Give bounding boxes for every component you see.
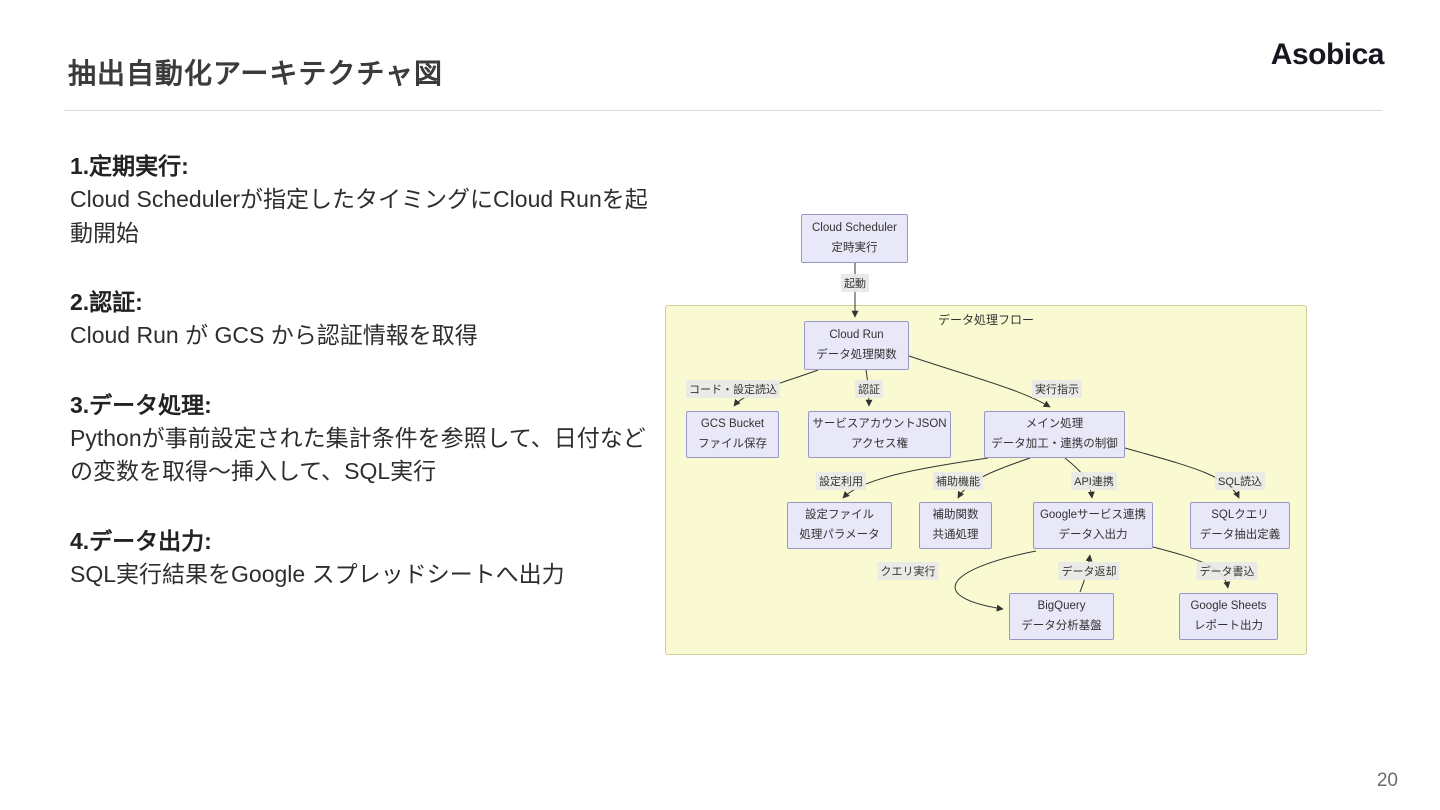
node-title: 設定ファイル: [805, 508, 874, 521]
node-config-file: 設定ファイル 処理パラメータ: [787, 502, 892, 549]
step-body: Cloud Schedulerが指定したタイミングにCloud Runを起動開始: [70, 186, 648, 246]
node-subtitle: 処理パラメータ: [799, 528, 880, 541]
edge-label-config-use: 設定利用: [816, 472, 866, 490]
node-main-process: メイン処理 データ加工・連携の制御: [984, 411, 1125, 458]
brand-logo: Asobica: [1270, 38, 1385, 71]
node-subtitle: データ入出力: [1058, 528, 1128, 541]
node-subtitle: レポート出力: [1194, 619, 1263, 632]
node-gcs-bucket: GCS Bucket ファイル保存: [686, 411, 779, 458]
page-number: 20: [1376, 770, 1398, 791]
node-subtitle: アクセス権: [851, 437, 908, 450]
node-subtitle: 定時実行: [831, 241, 878, 254]
node-service-account-json: サービスアカウントJSON アクセス権: [808, 411, 951, 458]
node-subtitle: データ抽出定義: [1199, 528, 1281, 541]
edge-label-data-write: データ書込: [1196, 562, 1258, 580]
page-title: 抽出自動化アーキテクチャ図: [68, 58, 444, 89]
node-title: Googleサービス連携: [1039, 508, 1147, 521]
node-title: GCS Bucket: [700, 417, 765, 430]
edge-label-kidou: 起動: [841, 274, 869, 292]
node-title: サービスアカウントJSON: [812, 417, 947, 430]
step-item-1: 1.定期実行: Cloud Schedulerが指定したタイミングにCloud …: [70, 150, 655, 250]
node-google-service-link: Googleサービス連携 データ入出力: [1033, 502, 1153, 549]
node-cloud-scheduler: Cloud Scheduler 定時実行: [801, 214, 908, 263]
step-heading: 4.データ出力:: [70, 527, 212, 554]
edge-label-exec-instruction: 実行指示: [1032, 380, 1082, 398]
step-body: Cloud Run が GCS から認証情報を取得: [70, 322, 478, 349]
step-body: SQL実行結果をGoogle スプレッドシートへ出力: [70, 561, 565, 588]
node-title: Cloud Scheduler: [811, 221, 898, 234]
edge-label-api-link: API連携: [1071, 472, 1117, 490]
node-title: SQLクエリ: [1211, 508, 1269, 521]
edge-label-query-exec: クエリ実行: [877, 562, 939, 580]
header-divider: [64, 110, 1382, 111]
node-subtitle: ファイル保存: [698, 437, 767, 450]
node-google-sheets: Google Sheets レポート出力: [1179, 593, 1278, 640]
step-item-2: 2.認証: Cloud Run が GCS から認証情報を取得: [70, 286, 655, 353]
cluster-label: データ処理フロー: [937, 313, 1034, 327]
node-subtitle: データ分析基盤: [1021, 619, 1102, 632]
node-subtitle: 共通処理: [932, 528, 979, 541]
edge-label-code-config-read: コード・設定読込: [686, 380, 780, 398]
node-title: Cloud Run: [829, 328, 884, 341]
node-helper-functions: 補助関数 共通処理: [919, 502, 992, 549]
step-body: Pythonが事前設定された集計条件を参照して、日付などの変数を取得～挿入して、…: [70, 425, 646, 485]
step-heading: 2.認証:: [70, 289, 143, 316]
node-cloud-run: Cloud Run データ処理関数: [804, 321, 909, 370]
node-title: 補助関数: [932, 508, 979, 521]
step-heading: 3.データ処理:: [70, 391, 212, 418]
step-item-4: 4.データ出力: SQL実行結果をGoogle スプレッドシートへ出力: [70, 525, 655, 592]
edge-label-auth: 認証: [855, 380, 883, 398]
step-heading: 1.定期実行:: [70, 153, 189, 179]
node-title: Google Sheets: [1190, 599, 1267, 612]
node-subtitle: データ処理関数: [816, 348, 897, 361]
node-subtitle: データ加工・連携の制御: [991, 437, 1118, 450]
step-item-3: 3.データ処理: Pythonが事前設定された集計条件を参照して、日付などの変数…: [70, 389, 655, 489]
node-bigquery: BigQuery データ分析基盤: [1009, 593, 1114, 640]
steps-list: 1.定期実行: Cloud Schedulerが指定したタイミングにCloud …: [70, 150, 655, 627]
edge-label-helper-feature: 補助機能: [933, 472, 983, 490]
node-title: BigQuery: [1037, 599, 1086, 612]
edge-label-sql-read: SQL読込: [1214, 472, 1266, 490]
node-sql-query: SQLクエリ データ抽出定義: [1190, 502, 1290, 549]
edge-label-data-return: データ返却: [1058, 562, 1120, 580]
node-title: メイン処理: [1025, 417, 1084, 430]
